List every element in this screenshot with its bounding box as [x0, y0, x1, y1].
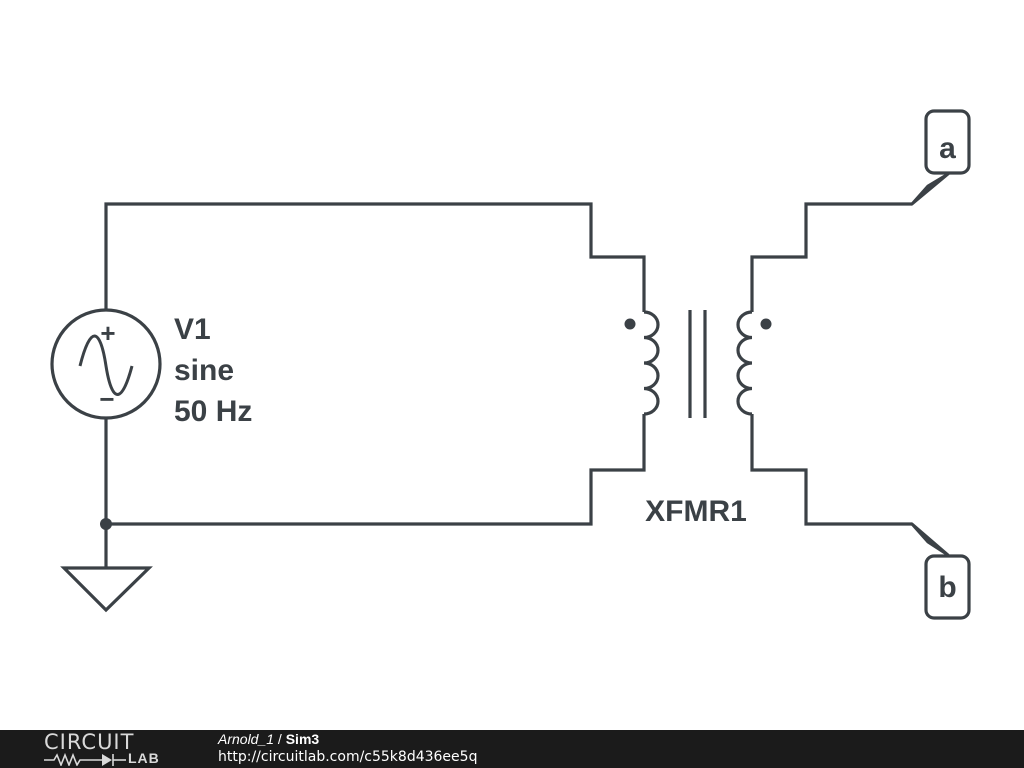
- ground-symbol: [60, 566, 153, 613]
- footer-bar: CIRCUIT LAB Arnold_1 / Sim3 http://circu…: [0, 730, 1024, 768]
- secondary-polarity-dot: [760, 318, 772, 330]
- circuit-url[interactable]: http://circuitlab.com/c55k8d436ee5q: [218, 749, 478, 765]
- terminal-a-label: a: [939, 132, 956, 165]
- terminal-b[interactable]: b: [910, 522, 971, 620]
- voltage-source-v1[interactable]: + −: [50, 308, 162, 420]
- source-name-label: V1: [174, 313, 211, 346]
- logo-text[interactable]: CIRCUIT: [44, 730, 135, 754]
- source-waveform-label: sine: [174, 354, 234, 387]
- author-link[interactable]: Arnold_1: [218, 731, 275, 747]
- credit-line: Arnold_1 / Sim3: [218, 731, 319, 748]
- credit-separator: /: [274, 731, 286, 747]
- secondary-coil: [736, 310, 753, 416]
- primary-wiring: [104, 202, 646, 568]
- secondary-wiring: [750, 202, 912, 526]
- transformer-name-label: XFMR1: [645, 495, 747, 528]
- circuit-title[interactable]: Sim3: [285, 731, 320, 747]
- circuit-schematic: + − V1 sine 50 Hz XFMR1 a b: [50, 109, 971, 620]
- logo-lab-text: LAB: [128, 750, 160, 766]
- source-minus-sign: −: [99, 384, 114, 414]
- primary-coil: [643, 310, 660, 416]
- logo-resistor-diode-icon: [44, 752, 126, 766]
- terminal-b-label: b: [938, 571, 956, 604]
- junction-node: [100, 518, 112, 530]
- transformer-xfmr1[interactable]: [624, 310, 772, 418]
- source-frequency-label: 50 Hz: [174, 395, 252, 428]
- source-plus-sign: +: [100, 318, 115, 348]
- terminal-a[interactable]: a: [910, 109, 971, 206]
- primary-polarity-dot: [624, 318, 636, 330]
